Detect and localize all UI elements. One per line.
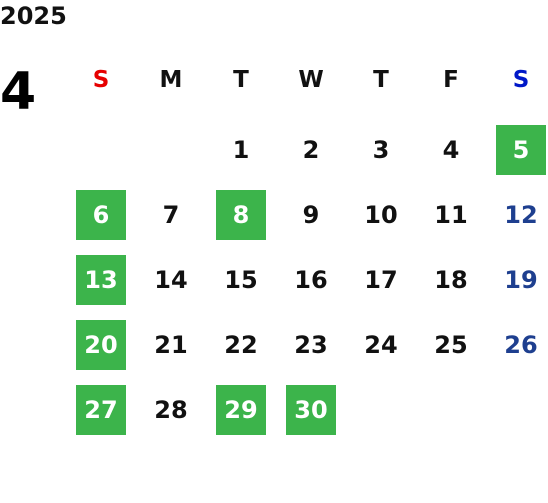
- day-cell: 17: [346, 255, 416, 320]
- day-cell: 4: [416, 125, 486, 190]
- date[interactable]: 22: [224, 331, 258, 359]
- day-cell: 21: [136, 320, 206, 385]
- week-row: 27 28 29 30: [66, 385, 548, 450]
- date[interactable]: 21: [154, 331, 188, 359]
- date[interactable]: 10: [364, 201, 398, 229]
- day-cell: 23: [276, 320, 346, 385]
- weekday-monday: M: [159, 67, 183, 93]
- day-cell: 1: [206, 125, 276, 190]
- day-cell: 8: [206, 190, 276, 255]
- date[interactable]: 2: [302, 136, 320, 164]
- date[interactable]: 26: [504, 331, 538, 359]
- day-cell: 28: [136, 385, 206, 450]
- date[interactable]: 7: [162, 201, 180, 229]
- day-cell: 6: [66, 190, 136, 255]
- day-cell: 26: [486, 320, 548, 385]
- date[interactable]: 4: [442, 136, 460, 164]
- date[interactable]: 23: [294, 331, 328, 359]
- day-cell: 24: [346, 320, 416, 385]
- day-cell: 2: [276, 125, 346, 190]
- week-row: 13 14 15 16 17 18 19: [66, 255, 548, 320]
- day-cell: [416, 385, 486, 450]
- weekday-tuesday: T: [233, 67, 249, 93]
- weekday-wednesday: W: [298, 67, 324, 93]
- date[interactable]: 1: [232, 136, 250, 164]
- highlighted-date[interactable]: 8: [216, 190, 266, 240]
- day-cell: 10: [346, 190, 416, 255]
- date[interactable]: 18: [434, 266, 468, 294]
- day-cell: 14: [136, 255, 206, 320]
- year-label: 2025: [0, 2, 67, 30]
- day-cell: 30: [276, 385, 346, 450]
- highlighted-date[interactable]: 20: [76, 320, 126, 370]
- day-cell: 27: [66, 385, 136, 450]
- weekday-thursday: T: [373, 67, 389, 93]
- day-cell: 13: [66, 255, 136, 320]
- day-cell: 7: [136, 190, 206, 255]
- date[interactable]: 17: [364, 266, 398, 294]
- day-cell: 12: [486, 190, 548, 255]
- date[interactable]: 9: [302, 201, 320, 229]
- highlighted-date[interactable]: 27: [76, 385, 126, 435]
- highlighted-date[interactable]: 13: [76, 255, 126, 305]
- day-cell: 15: [206, 255, 276, 320]
- date[interactable]: 14: [154, 266, 188, 294]
- highlighted-date[interactable]: 30: [286, 385, 336, 435]
- weekday-sunday: S: [92, 67, 110, 93]
- date[interactable]: 19: [504, 266, 538, 294]
- date[interactable]: 11: [434, 201, 468, 229]
- month-number: 4: [0, 62, 37, 122]
- day-cell: 9: [276, 190, 346, 255]
- highlighted-date[interactable]: 5: [496, 125, 546, 175]
- date[interactable]: 24: [364, 331, 398, 359]
- week-row: 1 2 3 4 5: [66, 125, 548, 190]
- weekday-friday: F: [443, 67, 459, 93]
- day-cell: [346, 385, 416, 450]
- day-cell: 16: [276, 255, 346, 320]
- day-cell: 22: [206, 320, 276, 385]
- day-cell: [66, 125, 136, 190]
- day-cell: 19: [486, 255, 548, 320]
- day-cell: 25: [416, 320, 486, 385]
- date[interactable]: 12: [504, 201, 538, 229]
- day-cell: [136, 125, 206, 190]
- date[interactable]: 3: [372, 136, 390, 164]
- day-cell: 11: [416, 190, 486, 255]
- day-cell: 29: [206, 385, 276, 450]
- week-row: 6 7 8 9 10 11 12: [66, 190, 548, 255]
- date[interactable]: 16: [294, 266, 328, 294]
- weekday-header-row: S M T W T F S: [66, 60, 548, 100]
- highlighted-date[interactable]: 29: [216, 385, 266, 435]
- day-cell: 20: [66, 320, 136, 385]
- highlighted-date[interactable]: 6: [76, 190, 126, 240]
- day-cell: 18: [416, 255, 486, 320]
- day-cell: 3: [346, 125, 416, 190]
- date[interactable]: 25: [434, 331, 468, 359]
- date[interactable]: 15: [224, 266, 258, 294]
- day-cell: 5: [486, 125, 548, 190]
- date[interactable]: 28: [154, 396, 188, 424]
- day-cell: [486, 385, 548, 450]
- week-row: 20 21 22 23 24 25 26: [66, 320, 548, 385]
- weekday-saturday: S: [512, 67, 530, 93]
